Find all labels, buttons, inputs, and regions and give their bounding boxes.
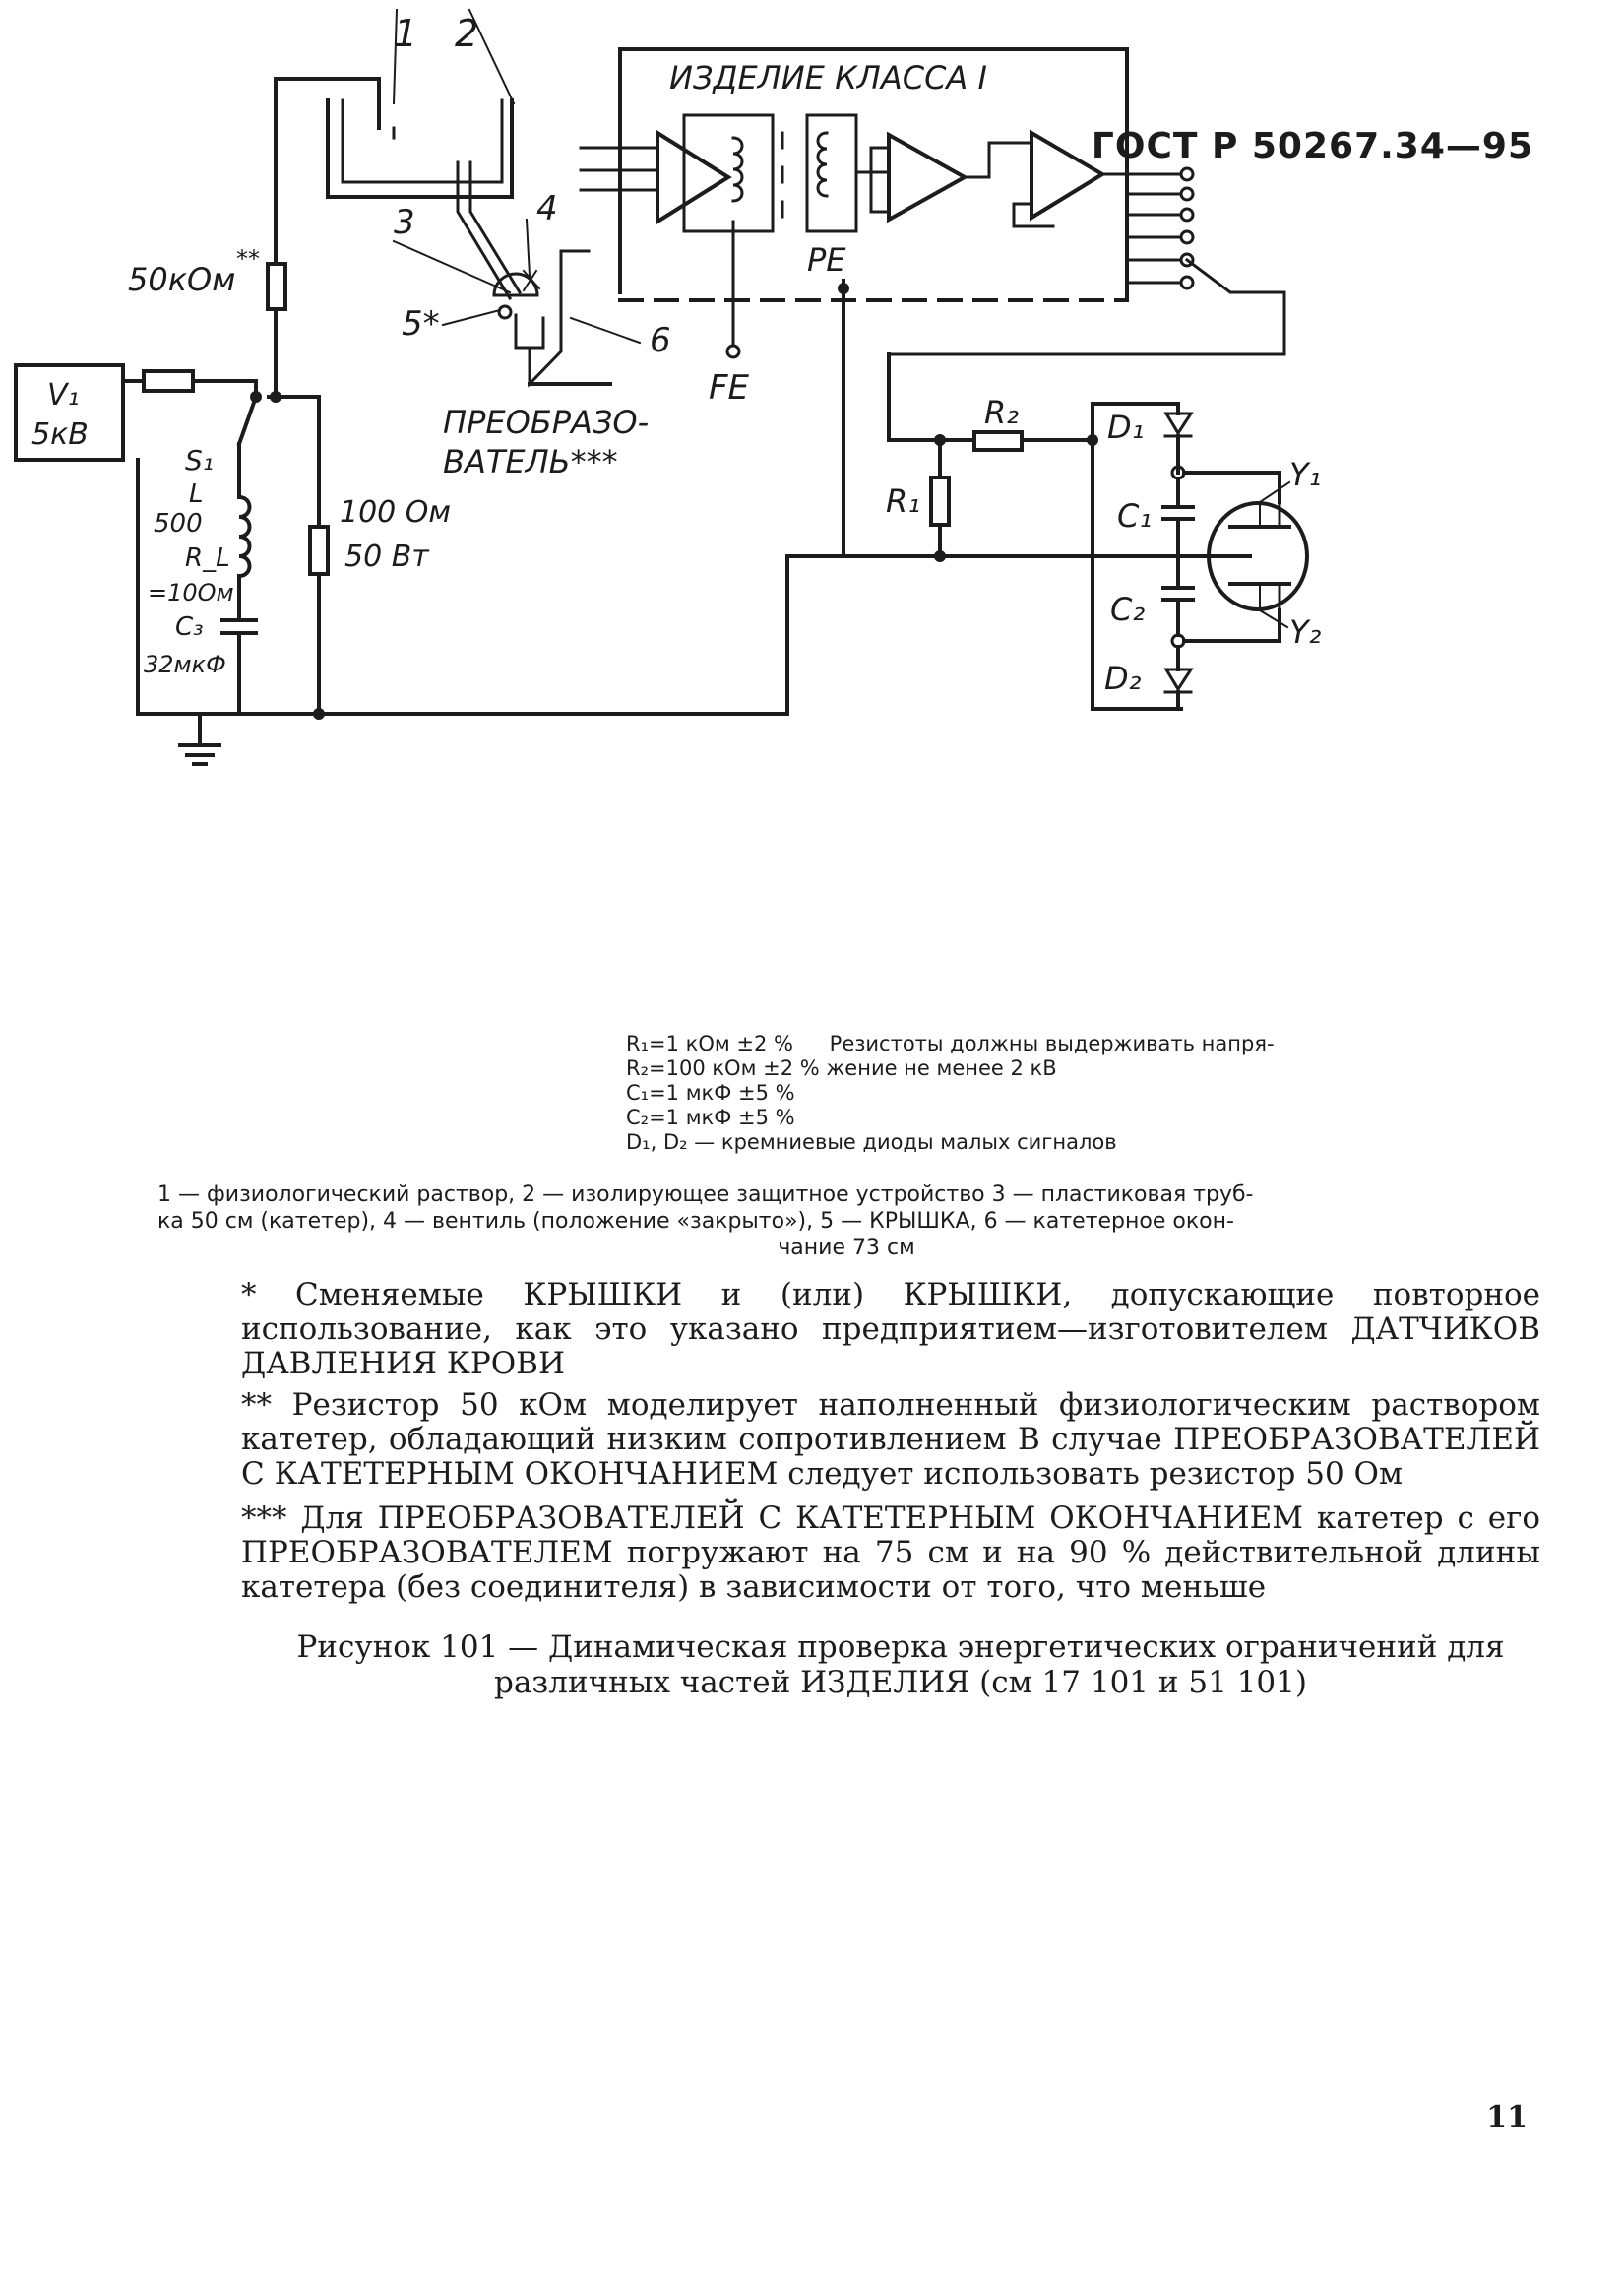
- amplifier-3: [1030, 129, 1106, 222]
- inductor-l: [236, 494, 252, 579]
- c2-label: C₂: [1110, 591, 1145, 628]
- legend-r2-text: R₂=100 кОм ±2 %: [626, 1056, 820, 1080]
- y2-label: Y₂: [1289, 613, 1322, 651]
- transformer-1: [731, 136, 744, 203]
- product-label: ИЗДЕЛИЕ КЛАССА I: [669, 59, 987, 96]
- oscilloscope-tube: [1207, 501, 1309, 611]
- switch-s1: [236, 394, 259, 447]
- cap: [497, 304, 513, 320]
- l-value: 500: [154, 509, 203, 539]
- figure-key-line-2: ка 50 см (катетер), 4 — вентиль (положен…: [157, 1209, 1234, 1234]
- amplifier-2: [887, 131, 969, 223]
- resistor-50k-label: 50кОм: [128, 261, 235, 298]
- r100-label-1: 100 Ом: [340, 495, 451, 530]
- ref-3: 3: [394, 203, 415, 242]
- y1-label: Y₁: [1289, 456, 1321, 493]
- saline-container: [326, 98, 514, 199]
- insulating-device: [341, 98, 504, 184]
- l-label: L: [189, 479, 204, 509]
- footnote-2: ** Резистор 50 кОм моделирует наполненны…: [241, 1387, 1540, 1492]
- transformer-2: [816, 131, 829, 198]
- resistor-50k: [266, 262, 287, 311]
- ref-4: 4: [536, 189, 558, 228]
- resistor-r2: [972, 430, 1024, 452]
- v1-value: 5кВ: [31, 417, 89, 452]
- legend-r2: R₂=100 кОм ±2 % жение не менее 2 кВ: [626, 1056, 1541, 1081]
- source-resistor: [142, 369, 195, 393]
- c3-value: 32мкФ: [144, 651, 226, 678]
- footnote-3: *** Для ПРЕОБРАЗОВАТЕЛЕЙ С КАТЕТЕРНЫМ ОК…: [241, 1500, 1540, 1605]
- diode-d2: [1163, 668, 1194, 694]
- pe-label: PE: [807, 241, 846, 279]
- circuit-schematic: V₁ 5кВ S₁ L 500 R_L =10Ом C₃ 32мкФ 50кОм…: [14, 8, 1322, 766]
- transducer-label-2: ВАТЕЛЬ***: [443, 443, 618, 480]
- figure-key-line-1: 1 — физиологический раствор, 2 — изолиру…: [157, 1182, 1254, 1207]
- d2-label: D₂: [1104, 660, 1142, 697]
- voltage-source-box: [14, 363, 125, 462]
- rl-label: R_L: [185, 543, 230, 573]
- document-header: ГОСТ Р 50267.34—95: [1091, 126, 1533, 166]
- output-terminals: [1125, 166, 1195, 290]
- legend-r1-text: R₁=1 кОм ±2 %: [626, 1032, 793, 1055]
- ref-6: 6: [650, 321, 671, 360]
- resistor-r1: [929, 476, 951, 527]
- figure-key-line-3: чание 73 см: [778, 1236, 915, 1260]
- footnote-1: * Сменяемые КРЫШКИ и (или) КРЫШКИ, допус…: [241, 1277, 1540, 1381]
- legend-c1: C₁=1 мкФ ±5 %: [626, 1081, 795, 1105]
- v1-label: V₁: [47, 378, 80, 413]
- c1-label: C₁: [1117, 497, 1152, 535]
- r2-label: R₂: [984, 394, 1019, 431]
- transducer-label-1: ПРЕОБРАЗО-: [443, 404, 649, 441]
- legend-resistor-note-1: Резистоты должны выдерживать напря-: [829, 1032, 1275, 1055]
- amplifier-1: [656, 129, 732, 225]
- legend-r1: R₁=1 кОм ±2 % Резистоты должны выдержива…: [626, 1032, 1541, 1056]
- figure-caption-line-2: различных частей ИЗДЕЛИЯ (см 17 101 и 51…: [494, 1665, 1307, 1700]
- page-number: 11: [1486, 2100, 1528, 2134]
- legend-resistor-note-2: жение не менее 2 кВ: [826, 1056, 1057, 1080]
- c3-label: C₃: [175, 612, 204, 642]
- figure-key: 1 — физиологический раствор, 2 — изолиру…: [157, 1181, 1535, 1261]
- legend-diodes: D₁, D₂ — кремниевые диоды малых сигналов: [626, 1130, 1117, 1154]
- component-legend: R₁=1 кОм ±2 % Резистоты должны выдержива…: [626, 1032, 1541, 1155]
- terminal-switch: [887, 257, 1286, 356]
- figure-caption-line-1: Рисунок 101 — Динамическая проверка энер…: [296, 1629, 1505, 1665]
- fe-label: FE: [709, 368, 750, 408]
- catheter-tube: [456, 160, 513, 301]
- legend-c2: C₂=1 мкФ ±5 %: [626, 1106, 795, 1129]
- rl-value: =10Ом: [148, 579, 234, 606]
- r1-label: R₁: [886, 482, 920, 520]
- s1-label: S₁: [185, 444, 214, 477]
- diode-d1: [1163, 412, 1194, 438]
- d1-label: D₁: [1107, 409, 1144, 446]
- ref-2: 2: [455, 12, 478, 55]
- ground-symbol: [178, 712, 221, 766]
- resistor-100-ohm: [308, 525, 330, 576]
- ref-5: 5*: [402, 304, 440, 344]
- resistor-50k-mark: **: [236, 245, 260, 273]
- figure-caption: Рисунок 101 — Динамическая проверка энер…: [266, 1629, 1535, 1700]
- r100-label-2: 50 Вт: [344, 540, 430, 574]
- ref-1: 1: [394, 12, 417, 55]
